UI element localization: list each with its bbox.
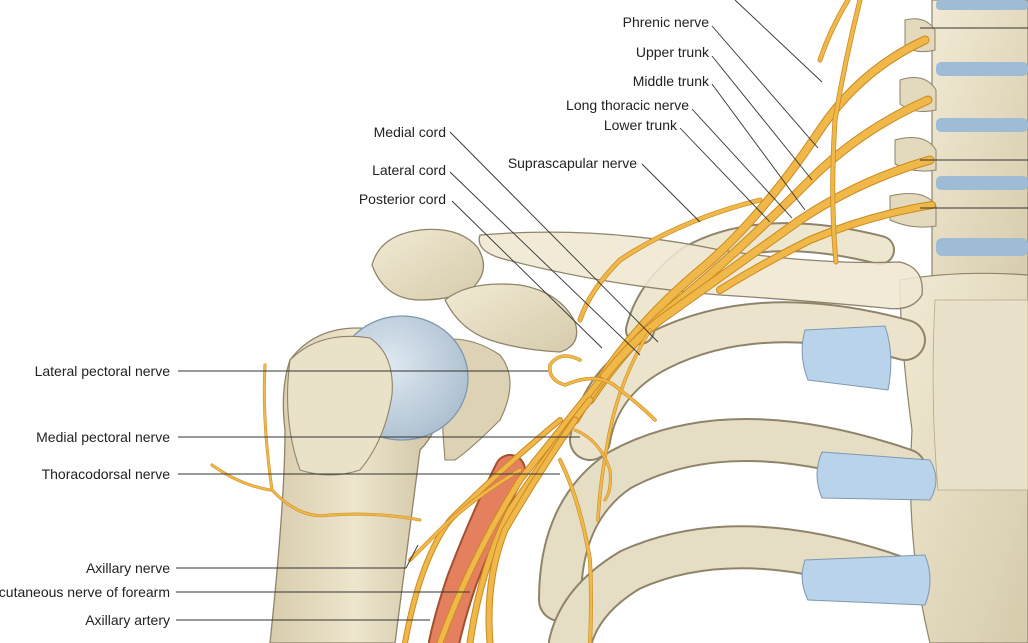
labels: Phrenic nerve Upper trunk Middle trunk L…: [0, 14, 710, 628]
nerve-branch-fill: [211, 464, 271, 491]
rib: [540, 420, 925, 620]
costal-cartilage: [801, 325, 892, 391]
medial-cord-fill: [486, 417, 578, 643]
leader-line: [679, 127, 771, 223]
costal-cartilage: [816, 451, 937, 501]
leader-line: [405, 544, 419, 569]
label-medial-pectoral-nerve: Medial pectoral nerve: [36, 429, 170, 445]
nerve-branch-fill: [818, 0, 850, 62]
label-thoracodorsal-nerve: Thoracodorsal nerve: [42, 466, 171, 482]
leader-line: [451, 200, 603, 349]
lower-trunk-fill: [571, 156, 934, 424]
rib-cage: [538, 222, 927, 643]
axillary-nerve-fill: [408, 468, 522, 562]
label-lateral-pectoral-nerve: Lateral pectoral nerve: [35, 363, 171, 379]
upper-trunk-fill: [596, 36, 929, 384]
intervertebral-disc: [936, 0, 1028, 10]
costal-cartilage: [801, 554, 931, 606]
leader-line: [711, 25, 819, 149]
leader-lines: [176, 0, 1028, 621]
label-long-thoracic-nerve: Long thoracic nerve: [566, 97, 689, 113]
nerve-branch-fill: [263, 364, 421, 521]
intervertebral-disc: [936, 238, 1028, 256]
leader-line: [691, 108, 793, 219]
phrenic-nerve-fill: [830, 0, 862, 264]
label-middle-trunk: Middle trunk: [633, 73, 710, 89]
brachial-plexus-nerves: [210, 0, 936, 643]
leader-line: [449, 171, 641, 356]
suprascapular-nerve-fill: [578, 198, 762, 322]
label-lower-trunk: Lower trunk: [604, 117, 678, 133]
label-lateral-cord: Lateral cord: [372, 162, 446, 178]
intervertebral-disc: [936, 118, 1028, 132]
label-phrenic-nerve: Phrenic nerve: [623, 14, 710, 30]
label-medial-cord: Medial cord: [374, 124, 446, 140]
label-axillary-nerve: Axillary nerve: [86, 560, 170, 576]
label-medial-cutaneous-nerve-of-forearm: Medial cutaneous nerve of forearm: [0, 584, 170, 600]
nerve-root-fill: [717, 202, 935, 293]
nerve-branch: [210, 463, 272, 492]
thoracodorsal-nerve-fill: [558, 458, 593, 643]
lateral-pectoral-nerve-fill: [548, 354, 657, 422]
long-thoracic-nerve-fill: [596, 328, 652, 522]
leader-line: [734, 0, 823, 83]
manubrium: [932, 299, 1028, 491]
lateral-cord-fill: [437, 377, 603, 643]
acromion: [371, 228, 485, 301]
leader-line: [711, 55, 813, 181]
rib: [550, 527, 925, 643]
label-axillary-artery: Axillary artery: [85, 612, 170, 628]
label-posterior-cord: Posterior cord: [359, 191, 446, 207]
label-upper-trunk: Upper trunk: [636, 44, 710, 60]
intervertebral-disc: [936, 62, 1028, 76]
label-suprascapular-nerve: Suprascapular nerve: [508, 155, 637, 171]
leader-line: [641, 163, 701, 223]
coracoid-process: [444, 283, 578, 353]
intervertebral-disc: [936, 176, 1028, 190]
rib: [571, 303, 924, 459]
medial-pectoral-nerve-fill: [574, 429, 612, 501]
leader-line: [711, 83, 806, 211]
leader-line: [449, 131, 659, 343]
